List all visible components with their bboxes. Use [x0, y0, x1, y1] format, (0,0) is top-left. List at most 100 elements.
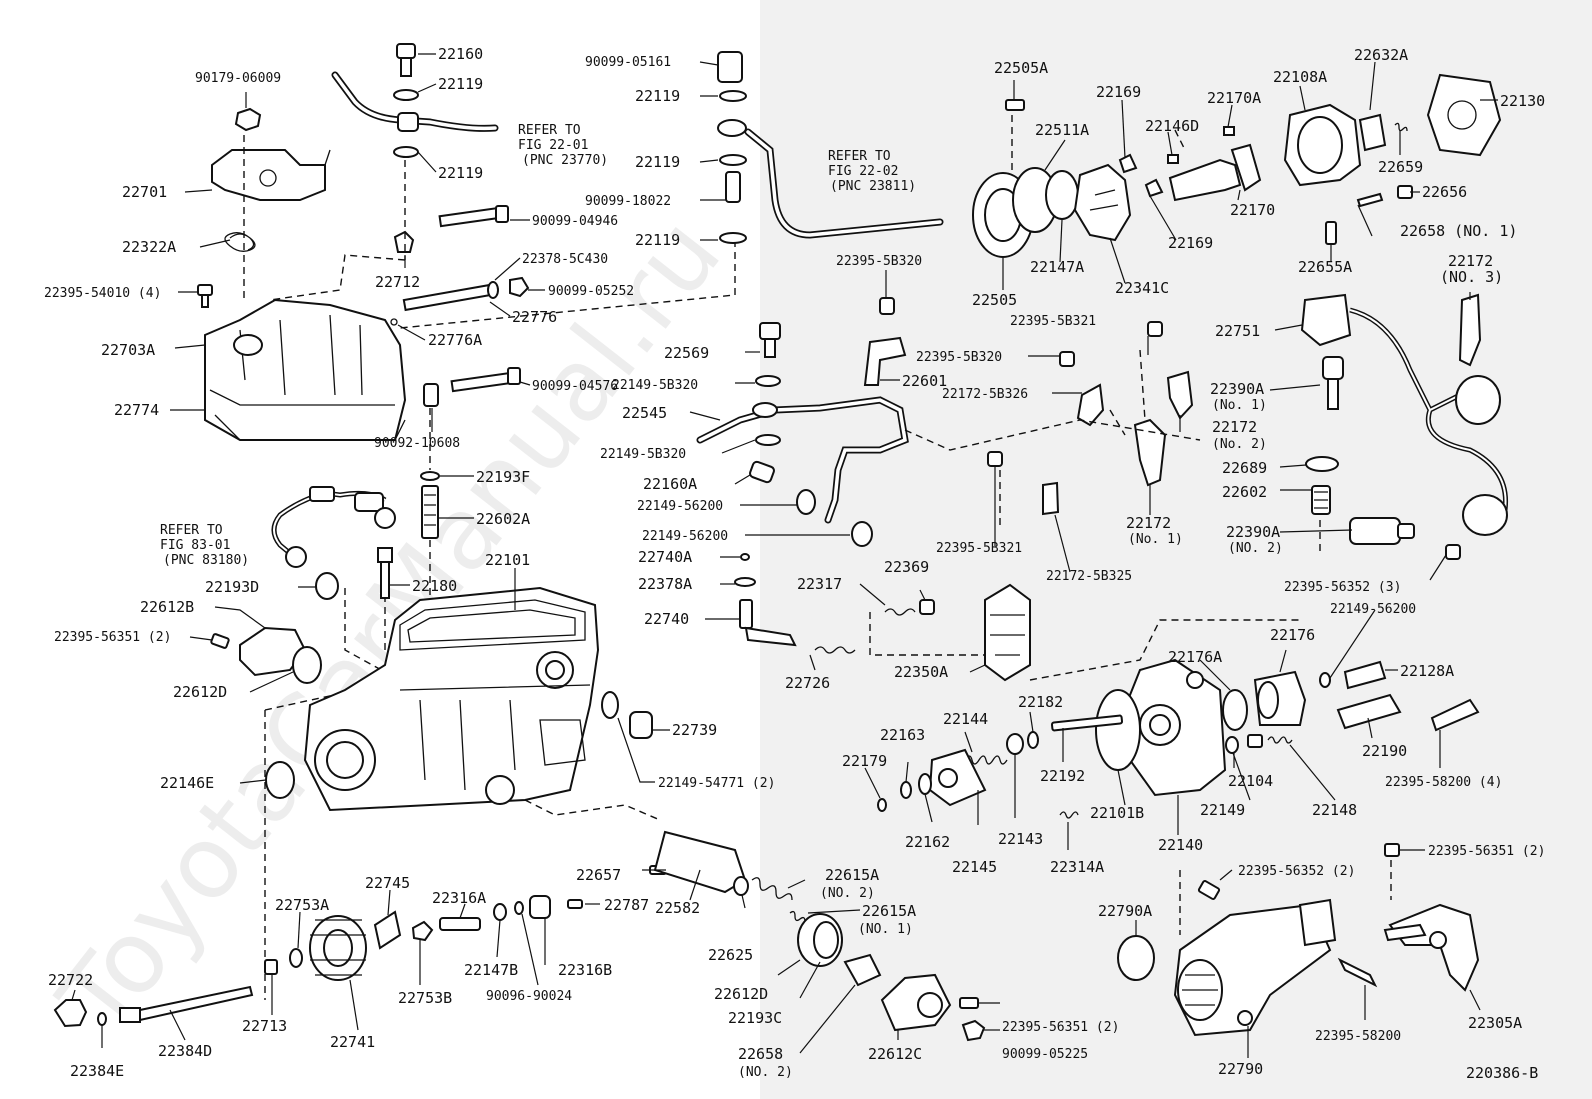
- washer-22119-bottom: [393, 146, 419, 158]
- label-22169-a: 22169: [1096, 83, 1141, 101]
- label-22119-a: 22119: [438, 75, 483, 93]
- top-middle-fittings: [717, 51, 944, 244]
- washer-22753B: [411, 920, 434, 942]
- ring-22179: [877, 798, 887, 812]
- label-22104: 22104: [1228, 772, 1273, 790]
- label-90099-04946: 90099-04946: [532, 214, 618, 229]
- label-22701: 22701: [122, 183, 167, 201]
- bolt-90099-04576-head: [507, 367, 521, 385]
- key-22713: [264, 959, 278, 975]
- label-22657: 22657: [576, 866, 621, 884]
- lever-22350A: [984, 583, 1031, 682]
- label-22378A: 22378A: [638, 575, 692, 593]
- fitting-22190: [1336, 693, 1402, 730]
- cap-90099-05161: [717, 51, 743, 83]
- label-22395-56351-right: 22395-56351 (2): [1428, 844, 1545, 859]
- label-22101: 22101: [485, 551, 530, 569]
- bolt-22395-58200-4: [1430, 698, 1480, 732]
- label-22395-5B321-b: 22395-5B321: [936, 541, 1022, 556]
- key-22146D: [1167, 154, 1179, 164]
- label-22172-1: 22172: [1126, 514, 1171, 532]
- plunger-22658-2: [843, 953, 882, 987]
- label-22192: 22192: [1040, 767, 1085, 785]
- sensor-knob: [374, 507, 396, 529]
- label-22176: 22176: [1270, 626, 1315, 644]
- label-22119-d: 22119: [635, 153, 680, 171]
- label-22726: 22726: [785, 674, 830, 692]
- ref-fig-22-02-line2: FIG 22-02: [828, 164, 898, 179]
- label-22182: 22182: [1018, 693, 1063, 711]
- bottom-right-group: [1117, 843, 1480, 1037]
- bracket-22172-2: [1166, 370, 1194, 420]
- label-90179-06009: 90179-06009: [195, 71, 281, 86]
- washer-22149-56200-a: [796, 489, 816, 515]
- left-middle-parts: [210, 471, 653, 739]
- bolt-22395-56351-right: [1384, 843, 1400, 857]
- dashed-guides-middle: [869, 115, 1321, 935]
- label-22545: 22545: [622, 404, 667, 422]
- washer-22149-5B320-b: [755, 434, 781, 446]
- bolt-22128A: [1343, 660, 1387, 690]
- label-22316A: 22316A: [432, 889, 486, 907]
- label-22602: 22602: [1222, 483, 1267, 501]
- ref-fig-22-02-line3: (PNC 23811): [830, 179, 916, 194]
- bolt-22160A: [749, 460, 775, 484]
- label-22390A-2-no: (NO. 2): [1228, 541, 1283, 556]
- label-22170A: 22170A: [1207, 89, 1261, 107]
- shaft-22384D: [139, 985, 254, 1022]
- head-22140-bore-b: [1149, 714, 1171, 736]
- banjo-pipe-end: [717, 119, 747, 137]
- bolt-22569: [759, 322, 781, 340]
- label-22305A: 22305A: [1468, 1014, 1522, 1032]
- bolt-22395-54010: [197, 284, 213, 296]
- label-22776A: 22776A: [428, 331, 482, 349]
- ref-fig-83-01-line2: FIG 83-01: [160, 538, 230, 553]
- label-22163: 22163: [880, 726, 925, 744]
- label-22658-2: 22658: [738, 1045, 783, 1063]
- label-22149-56200-a: 22149-56200: [637, 499, 723, 514]
- washer-22378-5C430: [487, 281, 499, 299]
- plate-22130: [1426, 73, 1502, 157]
- label-22395-5B320-a: 22395-5B320: [836, 254, 922, 269]
- bolt-22395-5B321-a: [1147, 321, 1163, 337]
- label-90099-18022: 90099-18022: [585, 194, 671, 209]
- nozzle-22180: [377, 547, 393, 563]
- label-22322A: 22322A: [122, 238, 176, 256]
- label-22658-1: 22658 (NO. 1): [1400, 222, 1517, 240]
- nut-22722: [53, 999, 88, 1028]
- washer-22149-56200-c: [1319, 672, 1331, 688]
- label-22615A-1: 22615A: [862, 902, 916, 920]
- label-22176A: 22176A: [1168, 648, 1222, 666]
- valve-22602A: [421, 485, 439, 539]
- pin-22658-1: [1356, 192, 1384, 208]
- ref-fig-22-02-line1: REFER TO: [828, 149, 891, 164]
- plug-22104: [1247, 734, 1263, 748]
- label-22149-54771: 22149-54771 (2): [658, 776, 775, 791]
- washer-22163: [900, 781, 912, 799]
- label-22378-5C430: 22378-5C430: [522, 252, 608, 267]
- regulator-22790-pin: [1237, 1010, 1253, 1026]
- washer-22378A: [734, 577, 756, 587]
- label-22712: 22712: [375, 273, 420, 291]
- oring-22176A: [1222, 689, 1248, 731]
- bolt-22395-54010-shank: [201, 294, 209, 308]
- label-22140: 22140: [1158, 836, 1203, 854]
- label-90096-90024: 90096-90024: [486, 989, 572, 1004]
- lever-22740-arm: [744, 626, 797, 647]
- sensor-22390A-1: [1322, 356, 1344, 380]
- bolt-22505A: [1005, 99, 1025, 111]
- label-22774: 22774: [114, 401, 159, 419]
- label-22722: 22722: [48, 971, 93, 989]
- key-22169-b: [1144, 178, 1164, 198]
- shaft-22170: [1168, 158, 1242, 202]
- label-22390A-1-no: (No. 1): [1212, 398, 1267, 413]
- label-22170: 22170: [1230, 201, 1275, 219]
- pin-22316A: [439, 917, 481, 931]
- label-90099-05225: 90099-05225: [1002, 1047, 1088, 1062]
- label-22741: 22741: [330, 1033, 375, 1051]
- bracket-22601: [863, 336, 907, 386]
- label-22317: 22317: [797, 575, 842, 593]
- label-22659: 22659: [1378, 158, 1423, 176]
- connector-b: [354, 492, 384, 512]
